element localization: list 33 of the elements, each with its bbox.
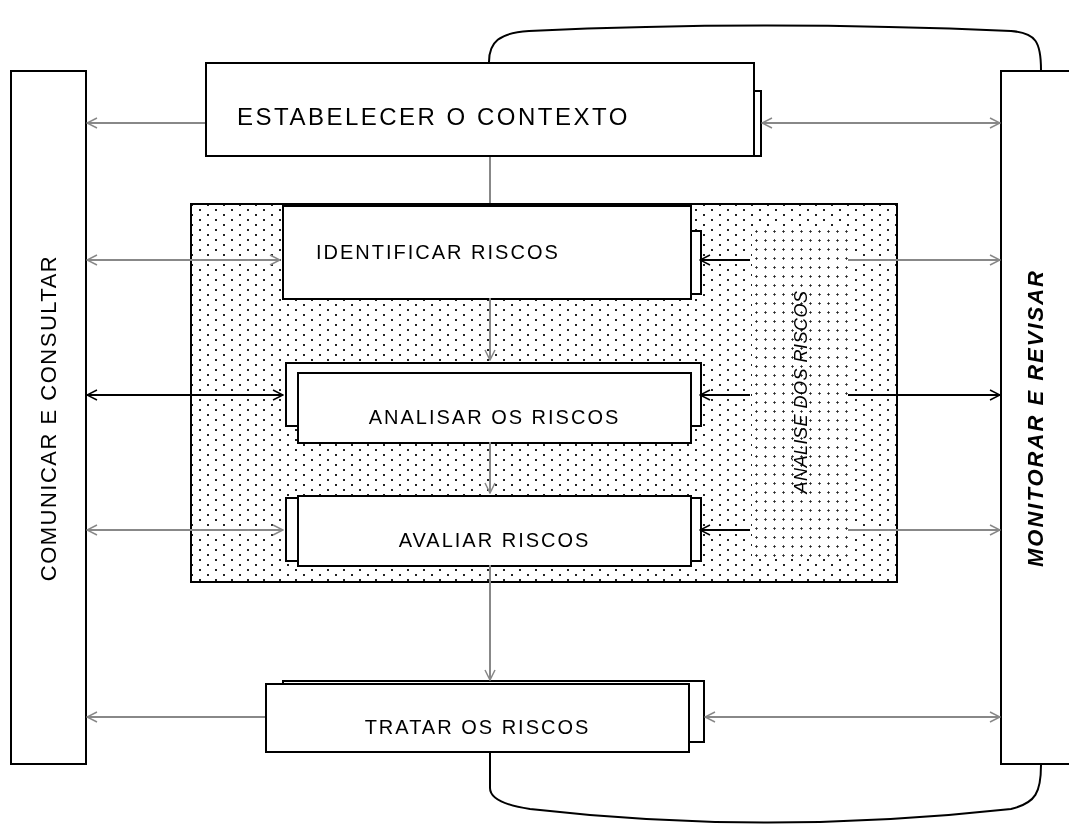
arrow	[86, 254, 281, 266]
box-label: ANALISAR OS RISCOS	[368, 405, 621, 429]
loop-line	[489, 752, 1042, 824]
arrow	[699, 254, 751, 266]
arrow	[699, 389, 751, 401]
process-box	[265, 680, 705, 753]
side-bar	[10, 70, 87, 765]
arrow	[699, 524, 751, 536]
arrow	[704, 711, 1001, 723]
side-bar	[1000, 70, 1069, 765]
arrow	[847, 389, 1001, 401]
arrow	[847, 524, 1001, 536]
box-label: ESTABELECER O CONTEXTO	[237, 103, 630, 132]
process-box	[205, 62, 762, 157]
arrow	[86, 389, 284, 401]
arrow	[761, 117, 1001, 129]
arrow	[847, 254, 1001, 266]
arrow	[484, 297, 496, 361]
arrow	[484, 441, 496, 494]
vertical-label: MONITORAR E REVISAR	[1022, 268, 1049, 567]
arrow	[86, 711, 266, 723]
box-label: IDENTIFICAR RISCOS	[316, 241, 560, 264]
loop-line	[488, 24, 1042, 71]
arrow	[86, 117, 206, 129]
vertical-label: ANÁLISE DOS RISCOS	[790, 290, 812, 494]
process-box	[282, 205, 702, 300]
arrow	[484, 564, 496, 681]
arrow	[86, 524, 284, 536]
process-box	[285, 362, 702, 444]
box-label: AVALIAR RISCOS	[398, 528, 591, 552]
vertical-label: COMUNICAR E CONSULTAR	[35, 254, 62, 581]
box-label: TRATAR OS RISCOS	[364, 715, 591, 739]
shaded-region	[190, 203, 898, 583]
